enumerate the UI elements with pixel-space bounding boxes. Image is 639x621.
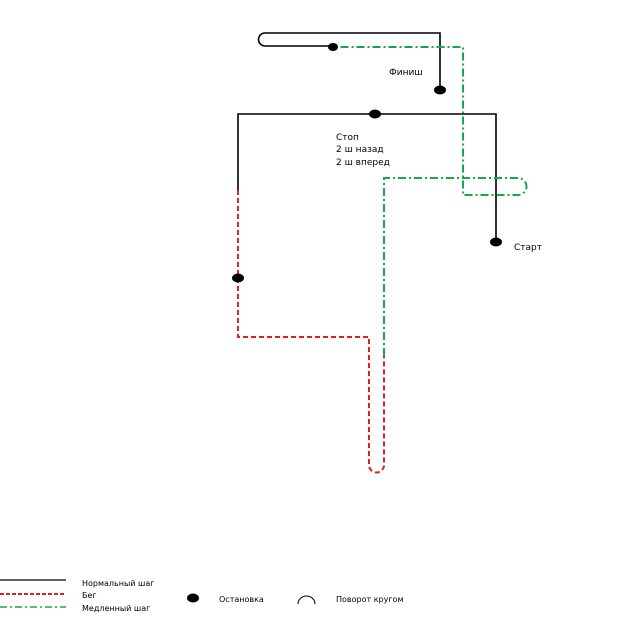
forward-label: 2 ш вперед xyxy=(336,158,390,168)
legend-stop-label: Остановка xyxy=(219,595,264,604)
stop-start xyxy=(490,237,502,247)
legend-run-label: Бег xyxy=(82,591,97,600)
run-path xyxy=(237,190,385,474)
normal-step-path xyxy=(237,32,497,242)
legend: Нормальный шаг Бег Медленный шаг Останов… xyxy=(0,579,403,613)
stop-top xyxy=(328,43,338,51)
legend-slow-label: Медленный шаг xyxy=(82,604,150,613)
back-label: 2 ш назад xyxy=(336,145,384,155)
legend-stop-icon xyxy=(187,593,199,603)
stop-label: Стоп xyxy=(336,133,359,143)
stop-midtop xyxy=(369,109,381,119)
start-label: Старт xyxy=(514,243,542,253)
stop-finish xyxy=(434,85,446,95)
finish-label: Финиш xyxy=(389,68,423,78)
legend-turn-label: Поворот кругом xyxy=(336,595,403,604)
legend-normal-label: Нормальный шаг xyxy=(82,579,154,588)
stop-markers xyxy=(232,43,502,283)
stop-left xyxy=(232,273,244,283)
slow-step-path xyxy=(333,46,528,356)
legend-turn-icon xyxy=(297,595,316,605)
